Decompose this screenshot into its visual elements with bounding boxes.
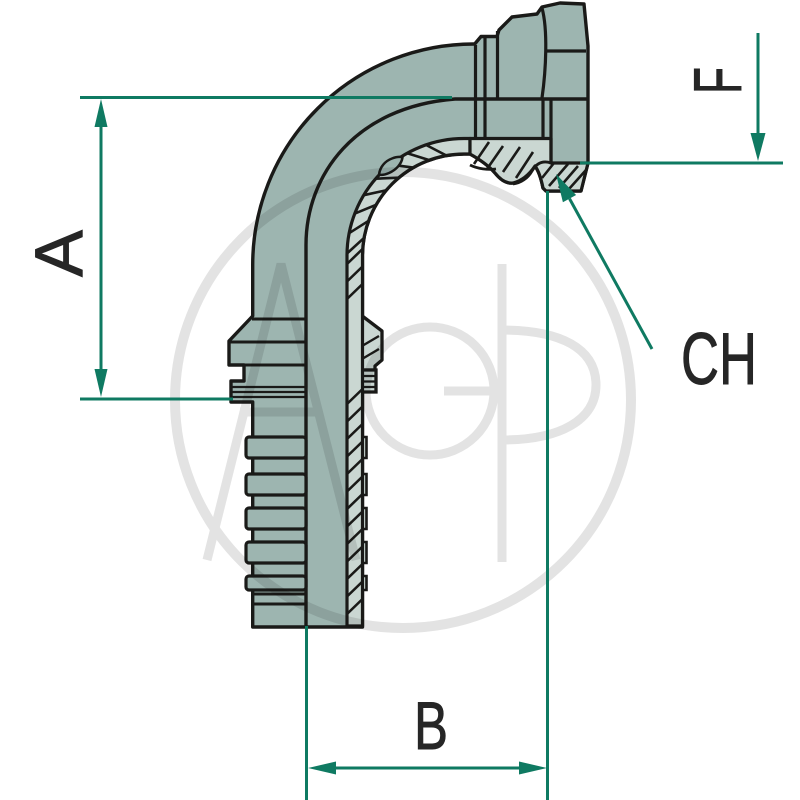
svg-text:CH: CH	[681, 319, 757, 400]
svg-text:F: F	[680, 67, 756, 94]
svg-text:A: A	[21, 229, 97, 277]
svg-text:B: B	[414, 688, 448, 764]
